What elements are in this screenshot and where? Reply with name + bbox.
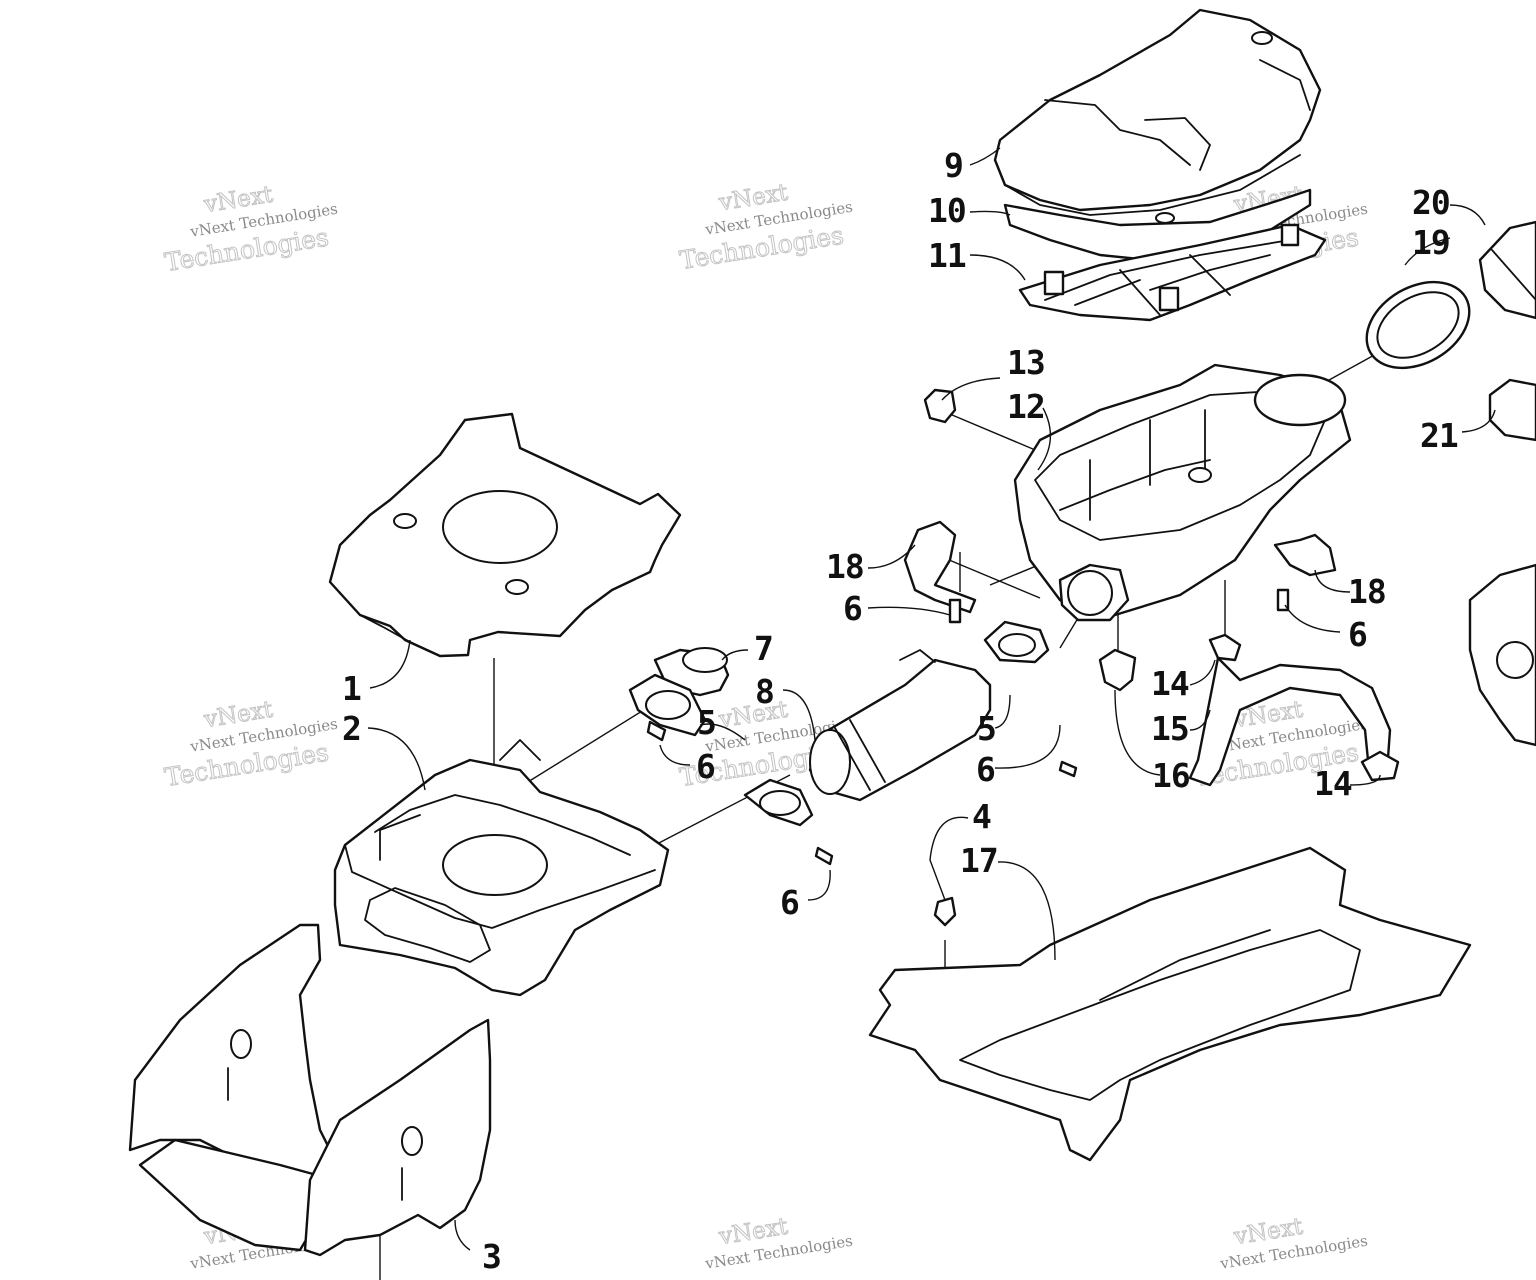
- callout-3: 3: [482, 1237, 501, 1276]
- part-21-clamp: [1488, 378, 1536, 442]
- part-18-bracket-left: [903, 520, 977, 614]
- watermark-bottom-right: vNext vNext Technologies: [1218, 1213, 1369, 1273]
- callout-14-lower: 14: [1314, 764, 1352, 803]
- callout-6-clamp-upper: 6: [696, 747, 715, 786]
- callout-6-clamp-right: 6: [976, 750, 995, 789]
- callout-7: 7: [754, 629, 773, 668]
- part-8-intake-tube: [808, 649, 992, 802]
- callout-6-bracket-left: 6: [843, 589, 862, 628]
- callout-9: 9: [944, 146, 963, 185]
- watermark-top-middle: vNext vNext Technologies Technologies: [677, 179, 854, 275]
- watermark-bottom-middle: vNext vNext Technologies: [703, 1213, 854, 1273]
- callout-16: 16: [1152, 756, 1190, 795]
- callout-19: 19: [1412, 223, 1450, 262]
- part-19-band-clamp: [1365, 280, 1471, 370]
- callout-13: 13: [1007, 343, 1045, 382]
- part-17-floor-pan: [868, 846, 1472, 1162]
- part-14-clamp-upper: [1208, 633, 1242, 662]
- callout-20: 20: [1412, 183, 1450, 222]
- callout-5-left: 5: [697, 703, 716, 742]
- callout-2: 2: [342, 709, 361, 748]
- callout-6-bracket-right: 6: [1348, 615, 1367, 654]
- callout-14-upper: 14: [1151, 664, 1189, 703]
- callout-1: 1: [342, 669, 361, 708]
- part-14-clamp-lower: [1360, 750, 1400, 782]
- callouts: 1 2 3 4 5 5 6 6 6 6 6 7 8 9 10 11 12 13 …: [342, 146, 1459, 1276]
- part-4-fastener: [933, 896, 957, 927]
- callout-6-clamp-lower: 6: [780, 883, 799, 922]
- callout-11: 11: [928, 236, 966, 275]
- callout-4: 4: [972, 797, 991, 836]
- callout-18-left: 18: [826, 547, 864, 586]
- part-13-grommet: [923, 388, 957, 424]
- callout-17: 17: [960, 841, 998, 880]
- part-20-boot: [1478, 220, 1536, 320]
- callout-5-right: 5: [977, 709, 996, 748]
- part-3-heat-shield: [128, 923, 492, 1257]
- part-12-airbox: [1013, 363, 1352, 622]
- part-5-clamp-lower: [743, 778, 814, 827]
- callout-8: 8: [755, 672, 774, 711]
- part-10-filter: [1003, 188, 1312, 262]
- part-1-cover-plate: [328, 412, 682, 658]
- part-16-drain-valve: [1098, 648, 1137, 692]
- callout-10: 10: [928, 191, 966, 230]
- part-5-clamp-upper: [628, 673, 707, 737]
- watermarks: vNext vNext Technologies Technologies vN…: [162, 179, 1369, 1273]
- callout-15: 15: [1151, 709, 1189, 748]
- watermark-mid-left: vNext vNext Technologies Technologies: [162, 696, 339, 792]
- part-11-filter-cage: [1018, 223, 1327, 322]
- part-18-bracket-right: [1273, 533, 1337, 577]
- callout-leaders: [367, 147, 1496, 1251]
- part-2-intake-tray: [333, 739, 670, 997]
- watermark-top-left: vNext vNext Technologies Technologies: [162, 181, 339, 277]
- throttle-body: [1468, 563, 1536, 747]
- part-9-airbox-lid: [993, 8, 1322, 216]
- callout-12: 12: [1007, 387, 1045, 426]
- callout-21: 21: [1420, 416, 1458, 455]
- callout-18-right: 18: [1348, 572, 1386, 611]
- part-15-hose: [1188, 656, 1392, 787]
- part-5-clamp-right: [983, 620, 1050, 664]
